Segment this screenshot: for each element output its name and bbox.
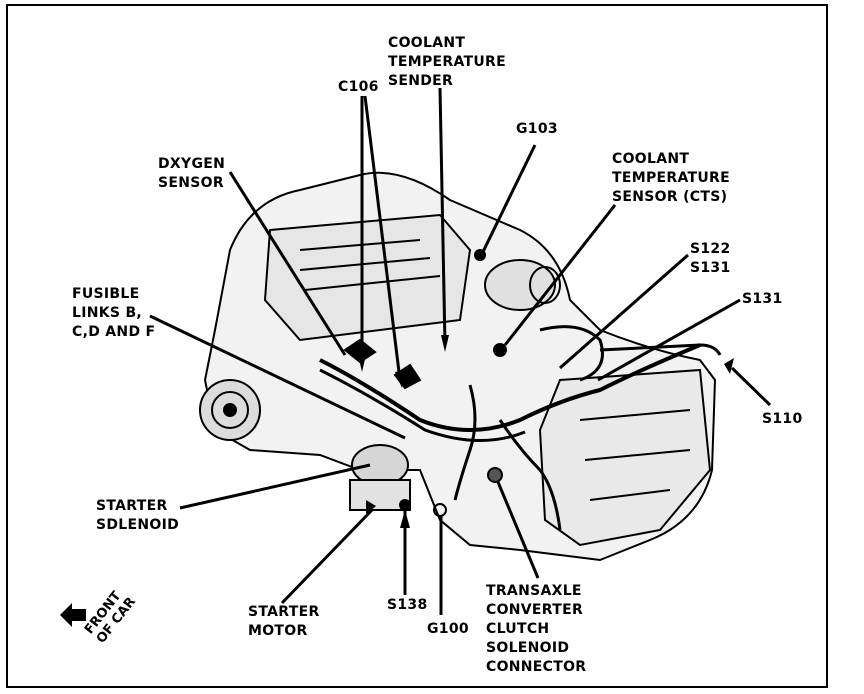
arrowhead-starter-motor [366, 500, 376, 515]
label-coolant-temperature-sensor: COOLANT TEMPERATURE SENSOR (CTS) [612, 151, 730, 205]
label-s122-s131: S122 S131 [690, 241, 731, 276]
arrowhead-coolant-temp-sender [441, 335, 449, 352]
engine-illustration [199, 171, 722, 562]
arrowhead-c106-a [358, 355, 366, 372]
leader-coolant-temp-sender [438, 87, 447, 346]
leader-lines [149, 87, 772, 615]
leader-g103 [478, 144, 537, 259]
label-coolant-temperature-sender: COOLANT TEMPERATURE SENDER [388, 35, 506, 89]
leader-c106-b [363, 95, 402, 381]
leader-oxygen-sensor [228, 171, 347, 356]
label-fusible-links: FUSIBLE LINKS B, C,D AND F [72, 286, 156, 340]
leader-s131 [597, 298, 741, 382]
arrowhead-s138 [400, 510, 410, 528]
label-g100: G100 [427, 621, 469, 637]
leader-tcc-connector [496, 481, 540, 579]
label-starter-solenoid: STARTER SDLENOID [96, 498, 180, 533]
leader-starter-motor [280, 508, 374, 605]
label-oxygen-sensor: DXYGEN SENSOR [158, 156, 226, 191]
leader-s122-s131 [559, 253, 689, 370]
arrowhead-c106-b [395, 370, 405, 388]
arrowheads [358, 335, 734, 528]
label-s138: S138 [387, 597, 428, 613]
label-g103: G103 [516, 121, 558, 137]
label-s110: S110 [762, 411, 803, 427]
label-starter-motor: STARTER MOTOR [248, 604, 320, 639]
label-s131: S131 [742, 291, 783, 307]
front-of-car-arrow-icon [60, 603, 86, 627]
label-transaxle-converter-clutch-solenoid-connector: TRANSAXLE CONVERTER CLUTCH SOLENOID CONN… [486, 583, 587, 675]
leader-s110 [730, 366, 772, 407]
leader-coolant-temp-sensor [503, 204, 617, 346]
arrowhead-s110 [724, 358, 734, 374]
leader-fusible-links [149, 314, 406, 440]
leader-starter-solenoid [179, 463, 371, 510]
label-c106: C106 [338, 79, 379, 95]
